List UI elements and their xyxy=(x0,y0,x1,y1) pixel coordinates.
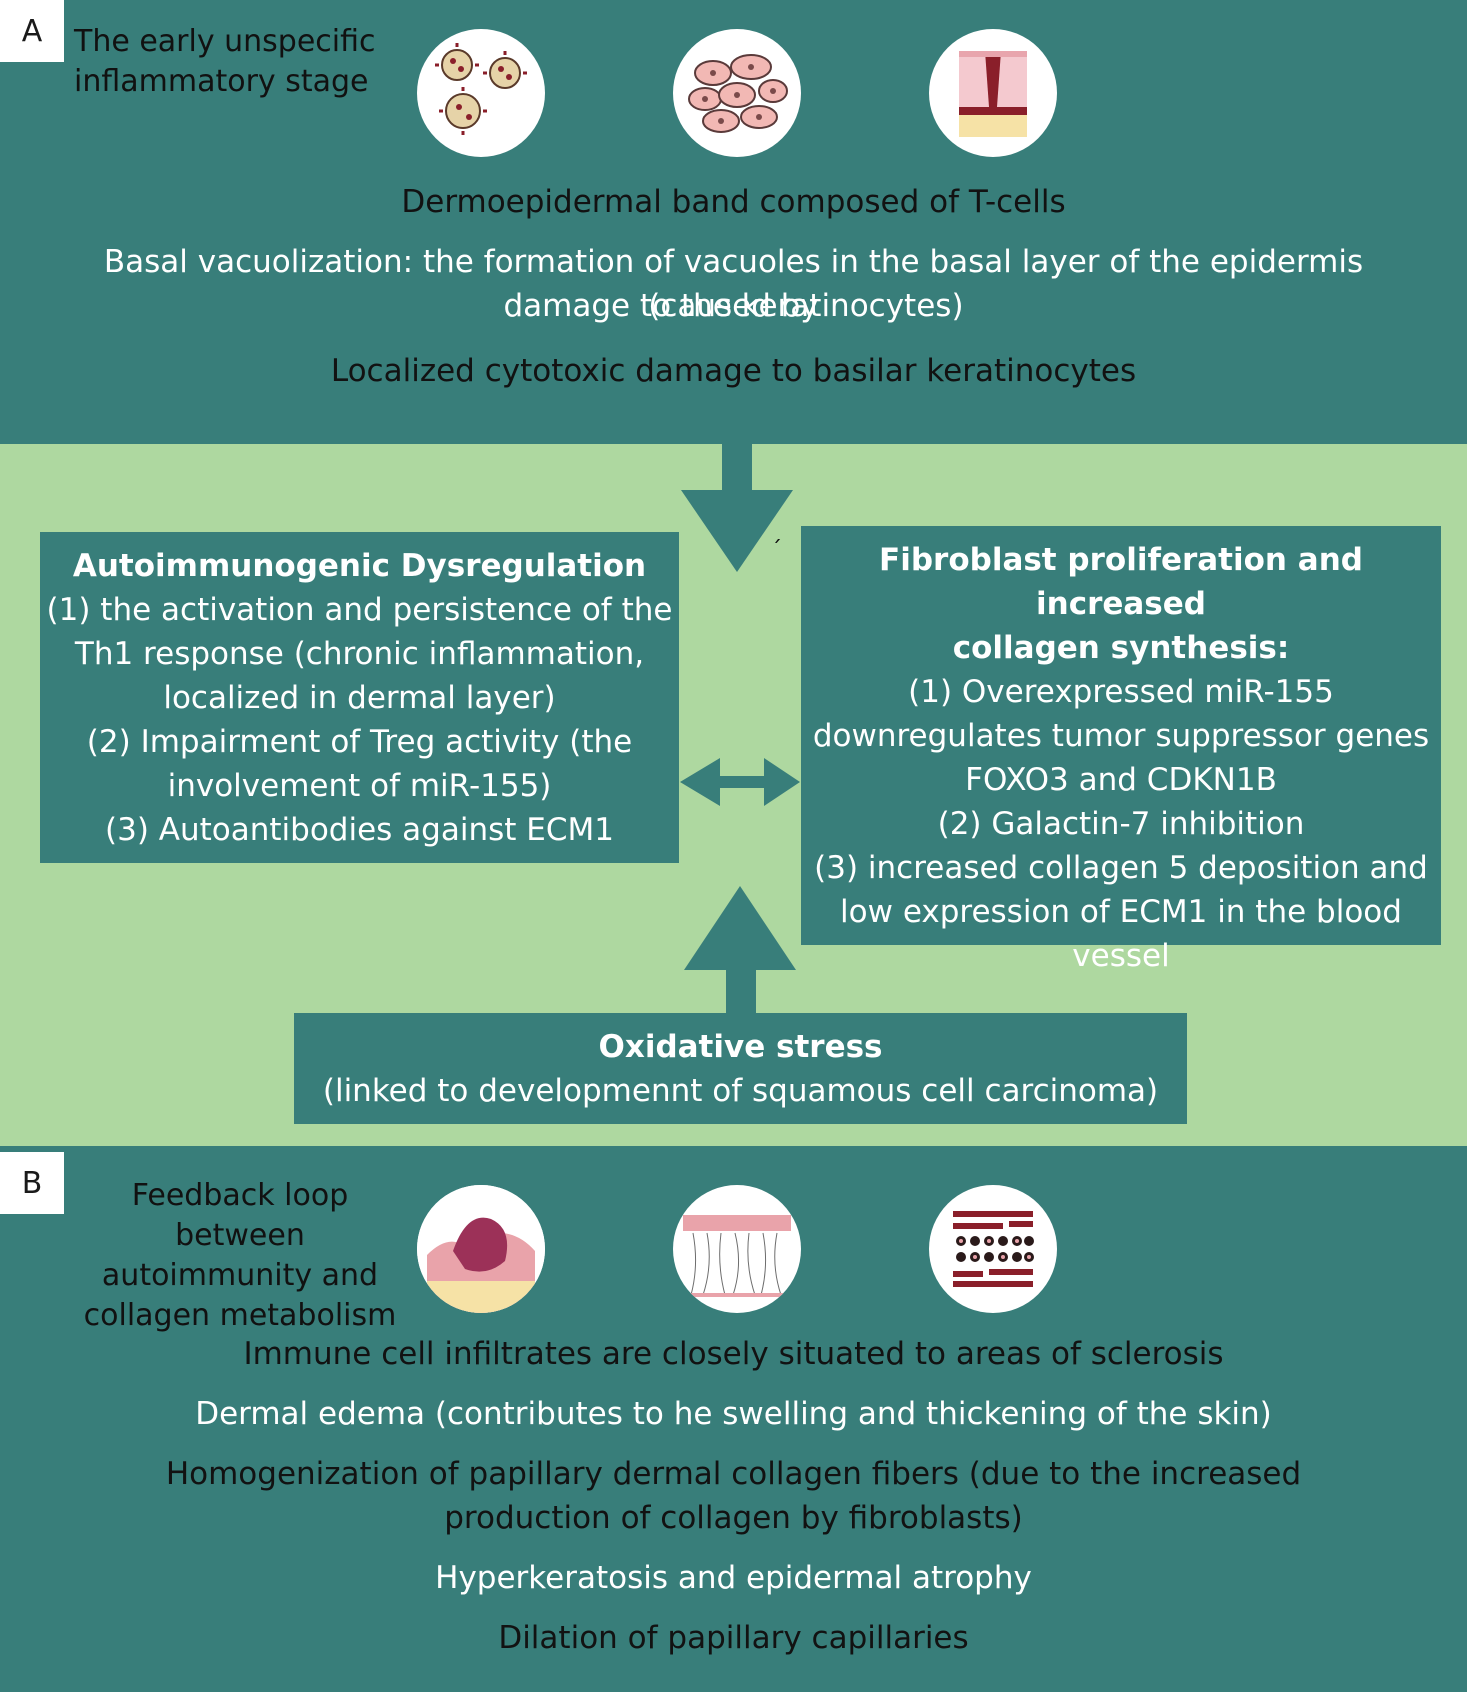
collagen-fibers-icon xyxy=(673,1185,801,1313)
sclerosis-lesion-icon xyxy=(417,1185,545,1313)
oxidative-stress-box: Oxidative stress (linked to developmennt… xyxy=(294,1013,1187,1124)
panel-a-line-3: damage to the keratinocytes) xyxy=(503,288,964,324)
panel-tag-a: A xyxy=(0,0,64,62)
panel-a-line-4: Localized cytotoxic damage to basilar ke… xyxy=(330,353,1137,389)
capillary-network-icon xyxy=(929,1185,1057,1313)
fibroblast-heading: Fibroblast proliferation and increased xyxy=(879,542,1363,622)
panel-b-line-3: Homogenization of papillary dermal colla… xyxy=(165,1456,1302,1492)
arrow-down xyxy=(681,444,793,572)
arrow-bidirectional xyxy=(680,758,800,806)
panel-b-line-1: Immune cell infiltrates are closely situ… xyxy=(243,1336,1224,1372)
panel-early-stage: A The early unspecific inflammatory stag… xyxy=(0,0,1467,444)
panel-a-line-2: Basal vacuolization: the formation of va… xyxy=(103,244,1364,324)
skin-layer-icon xyxy=(929,29,1057,157)
virus-cells-icon xyxy=(417,29,545,157)
panel-b-line-6: Dilation of papillary capillaries xyxy=(498,1620,969,1656)
fibroblast-proliferation-box: Fibroblast proliferation and increased c… xyxy=(801,526,1441,974)
panel-feedback-loop: B Feedback loop between autoimmunity and… xyxy=(0,1146,1467,1692)
autoimmune-dysregulation-box: Autoimmunogenic Dysregulation (1) the ac… xyxy=(40,532,679,863)
panel-tag-b: B xyxy=(0,1152,64,1214)
stage-title-a: The early unspecific inflammatory stage xyxy=(74,24,376,99)
stray-mark: ´ xyxy=(771,538,782,563)
panel-b-line-5: Hyperkeratosis and epidermal atrophy xyxy=(435,1560,1032,1596)
panel-b-line-2: Dermal edema (contributes to he swelling… xyxy=(195,1396,1272,1432)
panel-a-line-1: Dermoepidermal band composed of T-cells xyxy=(401,184,1066,220)
autoimmune-heading: Autoimmunogenic Dysregulation xyxy=(72,548,647,584)
stage-title-b: Feedback loop between autoimmunity and c… xyxy=(83,1178,397,1333)
arrow-up xyxy=(684,886,796,1014)
keratinocyte-cells-icon xyxy=(673,29,801,157)
oxidative-heading: Oxidative stress xyxy=(598,1029,883,1065)
panel-b-line-4: production of collagen by fibroblasts) xyxy=(444,1500,1023,1536)
